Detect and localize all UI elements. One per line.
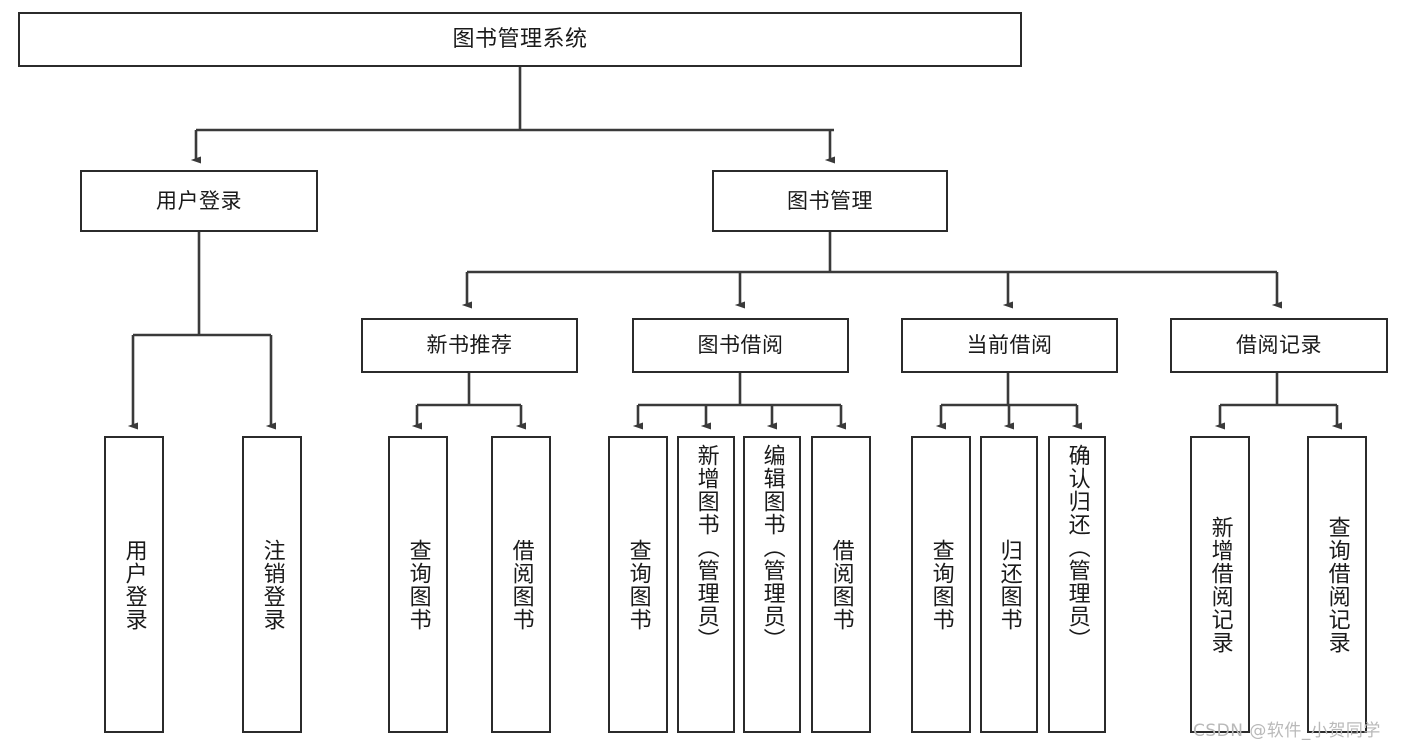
leaf-borrow-record-query-label: 查询借阅记录 bbox=[1324, 515, 1350, 654]
leaf-current-borrow-return[interactable]: 归还图书 bbox=[980, 436, 1038, 733]
leaf-user-login-login-label: 用户登录 bbox=[121, 538, 147, 631]
node-new-book-recommend-label: 新书推荐 bbox=[426, 333, 513, 357]
leaf-current-borrow-confirm-label: 确认归还（管理员） bbox=[1064, 444, 1090, 651]
node-book-management[interactable]: 图书管理 bbox=[712, 170, 948, 232]
leaf-new-book-query-label: 查询图书 bbox=[405, 538, 431, 631]
leaf-book-borrow-query-label: 查询图书 bbox=[625, 538, 651, 631]
leaf-borrow-record-query[interactable]: 查询借阅记录 bbox=[1307, 436, 1367, 733]
leaf-user-login-login[interactable]: 用户登录 bbox=[104, 436, 164, 733]
node-book-management-label: 图书管理 bbox=[787, 188, 873, 213]
leaf-book-borrow-edit[interactable]: 编辑图书（管理员） bbox=[743, 436, 801, 733]
leaf-user-login-logout[interactable]: 注销登录 bbox=[242, 436, 302, 733]
leaf-borrow-record-add-label: 新增借阅记录 bbox=[1207, 515, 1233, 654]
node-root-label: 图书管理系统 bbox=[452, 26, 588, 52]
leaf-book-borrow-borrow-label: 借阅图书 bbox=[828, 538, 854, 631]
leaf-current-borrow-query[interactable]: 查询图书 bbox=[911, 436, 971, 733]
leaf-current-borrow-query-label: 查询图书 bbox=[928, 538, 954, 631]
leaf-book-borrow-add-label: 新增图书（管理员） bbox=[693, 444, 719, 651]
leaf-new-book-query[interactable]: 查询图书 bbox=[388, 436, 448, 733]
leaf-book-borrow-borrow[interactable]: 借阅图书 bbox=[811, 436, 871, 733]
leaf-new-book-borrow[interactable]: 借阅图书 bbox=[491, 436, 551, 733]
leaf-current-borrow-confirm[interactable]: 确认归还（管理员） bbox=[1048, 436, 1106, 733]
node-current-borrow-label: 当前借阅 bbox=[966, 333, 1053, 357]
leaf-current-borrow-return-label: 归还图书 bbox=[996, 538, 1022, 631]
node-current-borrow[interactable]: 当前借阅 bbox=[901, 318, 1118, 373]
node-root-book-management-system[interactable]: 图书管理系统 bbox=[18, 12, 1022, 67]
node-new-book-recommend[interactable]: 新书推荐 bbox=[361, 318, 578, 373]
node-borrow-record[interactable]: 借阅记录 bbox=[1170, 318, 1388, 373]
leaf-user-login-logout-label: 注销登录 bbox=[259, 538, 285, 631]
leaf-borrow-record-add[interactable]: 新增借阅记录 bbox=[1190, 436, 1250, 733]
leaf-book-borrow-edit-label: 编辑图书（管理员） bbox=[759, 444, 785, 651]
node-user-login[interactable]: 用户登录 bbox=[80, 170, 318, 232]
leaf-book-borrow-add[interactable]: 新增图书（管理员） bbox=[677, 436, 735, 733]
leaf-book-borrow-query[interactable]: 查询图书 bbox=[608, 436, 668, 733]
node-user-login-label: 用户登录 bbox=[156, 188, 242, 213]
leaf-new-book-borrow-label: 借阅图书 bbox=[508, 538, 534, 631]
node-book-borrow-label: 图书借阅 bbox=[697, 333, 784, 357]
node-borrow-record-label: 借阅记录 bbox=[1236, 333, 1322, 357]
node-book-borrow[interactable]: 图书借阅 bbox=[632, 318, 849, 373]
